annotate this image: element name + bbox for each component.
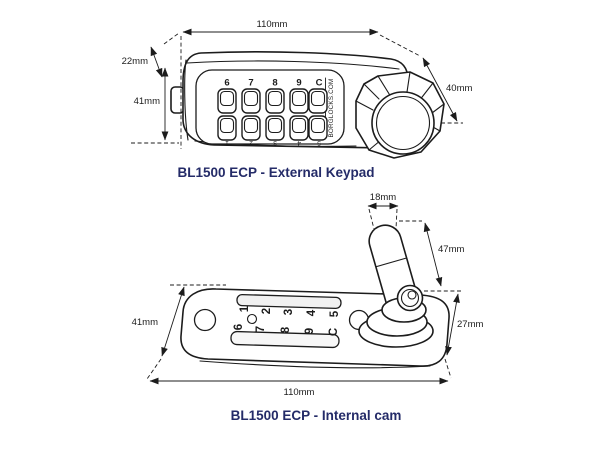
key-label: 9 — [296, 78, 301, 89]
key-label-inverted: 4 — [297, 139, 301, 146]
dim-label: 41mm — [132, 317, 158, 328]
plate-digit: 6 — [233, 324, 245, 330]
dim-case-height: 41mm — [131, 67, 179, 144]
plate-digit: 2 — [261, 308, 273, 314]
code-slot-bottom — [230, 330, 340, 349]
fixing-hole-left — [193, 308, 217, 332]
keypad-button — [289, 115, 309, 141]
keypad-button — [265, 88, 285, 114]
figure-internal-cam: 1 2 3 4 5 6 7 8 9 C 18mm 47mm — [132, 192, 484, 423]
key-label: C — [316, 78, 323, 89]
key-label-inverted: 1 — [225, 139, 229, 146]
dim-label: 18mm — [370, 192, 396, 203]
key-label: 6 — [224, 78, 229, 89]
dim-plate-height: 41mm — [132, 284, 226, 380]
key-label: 8 — [272, 78, 277, 89]
cylinder-plug — [407, 290, 417, 300]
figure-external-keypad: 6 7 8 9 C 1 2 3 4 5 BORGLOCKS.COM 110mm … — [122, 19, 473, 180]
key-label-inverted: 5 — [317, 139, 321, 146]
dim-overall-width: 110mm — [180, 19, 421, 149]
plate-digit: C — [328, 328, 340, 336]
plate-bottom-edge — [199, 360, 431, 369]
thumb-turn-knob — [355, 71, 445, 159]
cam-crease — [376, 257, 407, 268]
knob-face-inner — [375, 95, 431, 151]
dim-plate-width: 110mm — [149, 377, 449, 398]
pin-hole — [246, 313, 258, 325]
dim-case-depth: 22mm — [122, 32, 180, 78]
keypad-button — [308, 88, 328, 114]
keypad-buttons — [217, 88, 328, 141]
dim-cam-width: 18mm — [367, 192, 399, 230]
code-slot-top — [236, 293, 342, 310]
side-fixing-tab — [170, 86, 185, 114]
key-label: 7 — [248, 78, 253, 89]
dim-label: 41mm — [134, 96, 160, 107]
keypad-button — [265, 115, 285, 141]
figure-caption: BL1500 ECP - Internal cam — [231, 408, 402, 423]
keypad-button — [217, 88, 237, 114]
dim-label: 40mm — [446, 83, 472, 94]
plate-digit: 7 — [255, 326, 267, 332]
cam-lever-assembly — [358, 224, 434, 348]
key-label-inverted: 2 — [249, 139, 253, 146]
case-top-edge — [186, 60, 400, 70]
keypad-labels: 6 7 8 9 C 1 2 3 4 5 BORGLOCKS.COM — [224, 78, 335, 147]
dim-label: 110mm — [284, 387, 315, 398]
keypad-button — [241, 88, 261, 114]
dim-knob-diameter: 40mm — [422, 57, 472, 124]
plate-digit: 3 — [283, 309, 295, 315]
dim-label: 110mm — [257, 19, 288, 30]
knob-face — [371, 91, 435, 155]
plate-digit: 1 — [239, 305, 251, 312]
dim-cam-length: 47mm — [399, 220, 464, 287]
keypad-button — [308, 115, 328, 141]
plate-digit: 5 — [329, 310, 341, 317]
dim-cam-height: 27mm — [424, 290, 483, 379]
key-label-inverted: 3 — [273, 139, 277, 146]
dim-label: 47mm — [438, 244, 464, 255]
plate-digit: 9 — [304, 328, 316, 334]
brand-text: BORGLOCKS.COM — [328, 79, 335, 138]
keypad-button — [289, 88, 309, 114]
plate-digit: 8 — [280, 326, 292, 333]
cylinder-ring — [400, 288, 420, 308]
keypad-button — [217, 115, 237, 141]
case-left-edge — [184, 59, 189, 141]
plate-code-digits: 1 2 3 4 5 6 7 8 9 C — [233, 305, 341, 336]
figure-caption: BL1500 ECP - External Keypad — [177, 165, 374, 180]
plate-digit: 4 — [306, 309, 318, 316]
dim-label: 27mm — [457, 319, 483, 330]
dim-label: 22mm — [122, 56, 148, 67]
keypad-button — [241, 115, 261, 141]
